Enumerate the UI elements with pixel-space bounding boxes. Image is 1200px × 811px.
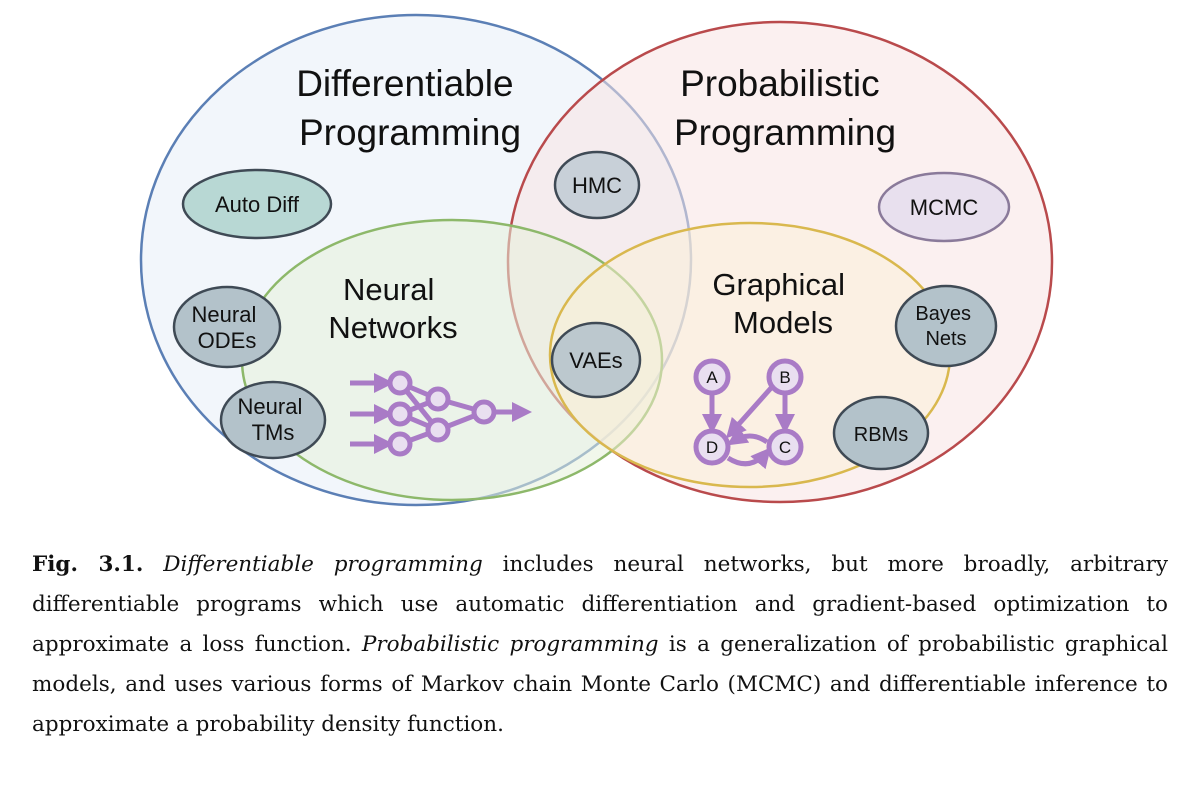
graph-node-a: A	[706, 368, 718, 387]
svg-text:Neural TMs: Neural TMs	[238, 394, 309, 445]
caption-text-2: is a generalization of probabilistic gra…	[32, 632, 1168, 737]
venn-diagram: Differentiable Programming Probabilistic…	[139, 13, 1054, 507]
svg-text:A: A	[706, 368, 718, 387]
svg-text:MCMC: MCMC	[910, 195, 979, 220]
bayes-nets-pill: Bayes Nets	[894, 284, 998, 368]
graph-node-b: B	[779, 368, 790, 387]
auto-diff-pill: Auto Diff	[181, 168, 333, 240]
mcmc-pill: MCMC	[877, 171, 1011, 243]
graphical-models-title: Graphical Models	[712, 267, 853, 340]
graph-node-d: D	[706, 438, 718, 457]
svg-text:RBMs: RBMs	[854, 424, 908, 446]
svg-text:Neural ODEs: Neural ODEs	[192, 302, 263, 353]
svg-text:C: C	[779, 438, 791, 457]
caption-term-probabilistic: Probabilistic programming	[361, 632, 659, 657]
svg-text:Bayes Nets: Bayes Nets	[915, 303, 976, 350]
neural-tms-pill: Neural TMs	[219, 380, 327, 460]
hmc-pill: HMC	[553, 150, 641, 220]
probabilistic-programming-title: Probabilistic Programming	[674, 63, 896, 153]
caption-text-1: includes neural networks, but more broad…	[32, 552, 1168, 657]
caption-term-differentiable: Differentiable programming	[163, 552, 483, 577]
svg-text:B: B	[779, 368, 790, 387]
neural-networks-title: Neural Networks	[328, 272, 457, 345]
neural-network-icon	[350, 370, 532, 457]
neural-odes-pill: Neural ODEs	[172, 285, 282, 369]
svg-text:Auto Diff: Auto Diff	[215, 192, 300, 217]
svg-text:VAEs: VAEs	[569, 348, 622, 373]
graphical-model-icon: A B D C	[693, 358, 804, 470]
graph-node-c: C	[779, 438, 791, 457]
differentiable-programming-title: Differentiable Programming	[296, 63, 524, 153]
svg-text:D: D	[706, 438, 718, 457]
vaes-pill: VAEs	[550, 321, 642, 399]
rbms-pill: RBMs	[832, 395, 930, 471]
caption-label: Fig. 3.1.	[32, 552, 144, 577]
figure-caption: Fig. 3.1. Differentiable programming inc…	[32, 545, 1168, 745]
svg-text:HMC: HMC	[572, 173, 622, 198]
